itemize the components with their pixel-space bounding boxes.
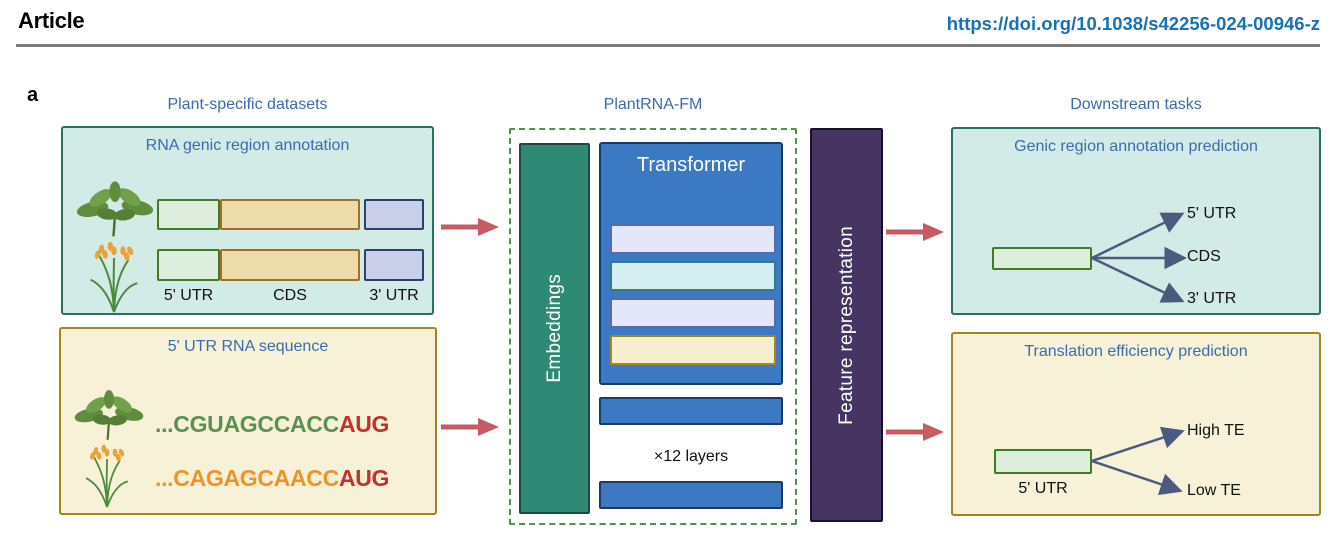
transformer-layer-highlight-bar [610, 335, 776, 365]
flow-arrow-right-icon [886, 223, 944, 241]
start-codon: AUG [338, 411, 390, 437]
target-low-te: Low TE [1187, 482, 1241, 499]
target-utr5: 5' UTR [1187, 205, 1237, 222]
transformer-stack-bar [599, 397, 783, 425]
start-codon: AUG [338, 465, 390, 491]
heading-plantrna-fm: PlantRNA-FM [603, 96, 703, 113]
feature-representation-label: Feature representation [835, 225, 857, 425]
target-utr3: 3' UTR [1187, 290, 1237, 307]
te-prediction-box: Translation efficiency prediction 5' UTR… [951, 332, 1321, 516]
embeddings-bar: Embeddings [519, 143, 590, 514]
doi-link[interactable]: https://doi.org/10.1038/s42256-024-00946… [946, 13, 1320, 34]
heading-plant-specific-datasets: Plant-specific datasets [167, 96, 328, 113]
prediction-fan-arrows-icon [1092, 212, 1187, 303]
flow-arrow-right-icon [441, 218, 499, 236]
genic-prediction-box: Genic region annotation prediction 5' UT… [951, 127, 1321, 315]
gene-bar1-utr3-segment [364, 199, 424, 230]
gene-bar1-utr5-segment [157, 199, 220, 230]
input-sequence-box [992, 247, 1092, 270]
flow-arrow-right-icon [886, 423, 944, 441]
header-rule [16, 44, 1320, 47]
gene-bar1-cds-segment [220, 199, 360, 230]
sequence-prefix: ...CAGAGCAACC [155, 465, 339, 491]
utr-box-title: 5' UTR RNA sequence [167, 338, 329, 355]
genic-prediction-title: Genic region annotation prediction [1014, 138, 1258, 155]
label-utr5: 5' UTR [163, 287, 214, 304]
rice-icon [90, 241, 138, 313]
transformer-stack-bar [599, 481, 783, 509]
arabidopsis-icon [74, 390, 144, 440]
genic-box-title: RNA genic region annotation [145, 137, 350, 154]
gene-bar2-cds-segment [220, 249, 360, 281]
sequence-prefix: ...CGUAGCCACC [155, 411, 339, 437]
embeddings-label: Embeddings [543, 274, 565, 383]
feature-representation-bar: Feature representation [810, 128, 883, 522]
panel-label-a: a [27, 84, 39, 106]
rna-sequence-arabidopsis: ...CGUAGCCACCAUG [155, 411, 389, 438]
rice-icon [85, 444, 129, 508]
rna-sequence-rice: ...CAGAGCAACCAUG [155, 465, 389, 492]
transformer-layer-bar [610, 261, 776, 291]
utr-sequence-box: 5' UTR RNA sequence [59, 327, 437, 515]
heading-downstream-tasks: Downstream tasks [1070, 96, 1202, 113]
target-high-te: High TE [1187, 422, 1245, 439]
plantrna-fm-model-box: Embeddings Transformer ×12 layers [509, 128, 797, 525]
transformer-label: Transformer [636, 154, 746, 176]
layers-count-note: ×12 layers [653, 448, 729, 465]
label-cds: CDS [273, 287, 307, 304]
input-utr5-label: 5' UTR [1018, 480, 1068, 497]
transformer-box: Transformer [599, 142, 783, 385]
transformer-layer-bar [610, 224, 776, 254]
flow-arrow-right-icon [441, 418, 499, 436]
input-utr5-box [994, 449, 1092, 474]
arabidopsis-icon [76, 181, 154, 237]
label-utr3: 3' UTR [369, 287, 419, 304]
article-running-head: Article [18, 8, 85, 33]
gene-bar2-utr3-segment [364, 249, 424, 281]
genic-region-annotation-box: RNA genic region annotation [61, 126, 434, 315]
prediction-fan-arrows-icon [1092, 426, 1185, 496]
te-prediction-title: Translation efficiency prediction [1024, 343, 1248, 360]
gene-bar2-utr5-segment [157, 249, 220, 281]
transformer-layer-bar [610, 298, 776, 328]
target-cds: CDS [1187, 248, 1221, 265]
